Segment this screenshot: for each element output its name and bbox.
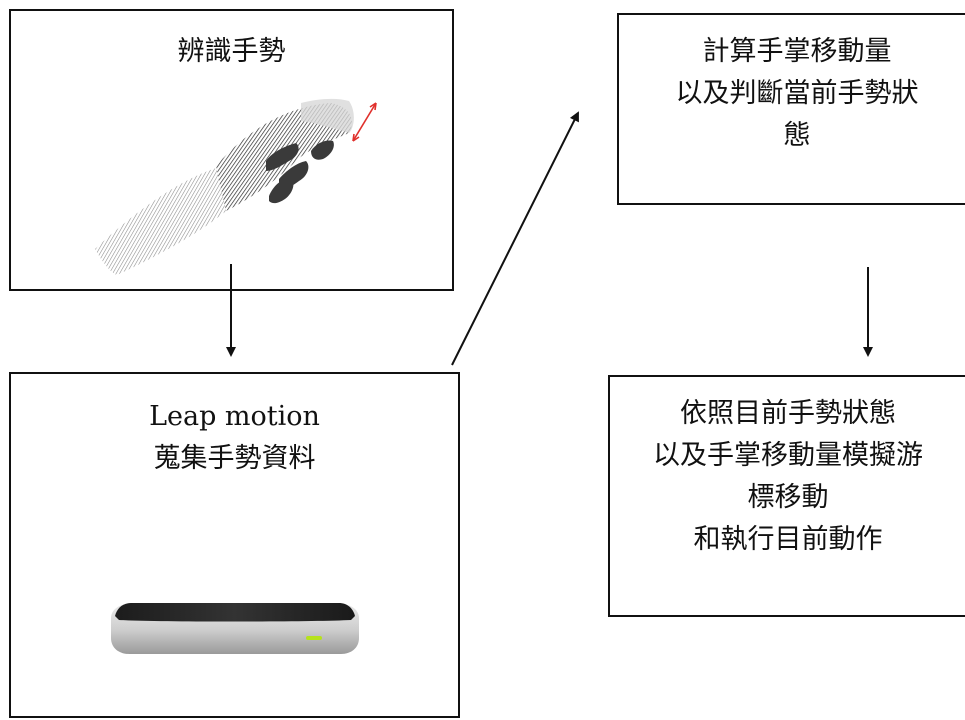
step-label-line: 以及判斷當前手勢狀 xyxy=(675,78,919,109)
step-label-line: 辨識手勢 xyxy=(177,36,286,67)
step-label-recognize: 辨識手勢 xyxy=(11,31,452,73)
finger-shape xyxy=(269,177,294,204)
arrow-collect-to-compute xyxy=(451,111,579,366)
step-label-line: Leap motion xyxy=(149,401,320,432)
step-label-line: 計算手掌移動量 xyxy=(702,36,892,67)
gesture-motion-arrow xyxy=(352,102,377,142)
step-label-line: 依照目前手勢狀態 xyxy=(680,398,896,429)
step-box-compute-movement: 計算手掌移動量 以及判斷當前手勢狀 態 xyxy=(617,13,965,205)
step-label-line: 以及手掌移動量模擬游 xyxy=(653,440,923,471)
step-label-line: 和執行目前動作 xyxy=(693,524,883,555)
forearm-shape xyxy=(95,166,226,275)
finger-shape xyxy=(311,140,334,160)
step-label-line: 態 xyxy=(783,120,811,151)
fingertip-shape xyxy=(301,98,354,133)
step-box-collect-data: Leap motion 蒐集手勢資料 xyxy=(9,372,460,718)
step-label-compute: 計算手掌移動量 以及判斷當前手勢狀 態 xyxy=(619,31,965,157)
step-label-line: 標移動 xyxy=(747,482,829,513)
hand-gesture-illustration xyxy=(95,98,377,275)
step-label-line: 蒐集手勢資料 xyxy=(153,443,316,474)
step-label-simulate: 依照目前手勢狀態 以及手掌移動量模擬游 標移動 和執行目前動作 xyxy=(610,393,965,561)
step-box-simulate-cursor: 依照目前手勢狀態 以及手掌移動量模擬游 標移動 和執行目前動作 xyxy=(608,375,965,617)
leap-motion-device-illustration xyxy=(111,603,359,654)
device-status-led xyxy=(306,636,322,640)
step-label-collect: Leap motion 蒐集手勢資料 xyxy=(11,396,458,480)
device-top xyxy=(115,603,355,622)
finger-shape xyxy=(266,143,299,171)
step-box-recognize-gesture: 辨識手勢 xyxy=(9,9,454,291)
